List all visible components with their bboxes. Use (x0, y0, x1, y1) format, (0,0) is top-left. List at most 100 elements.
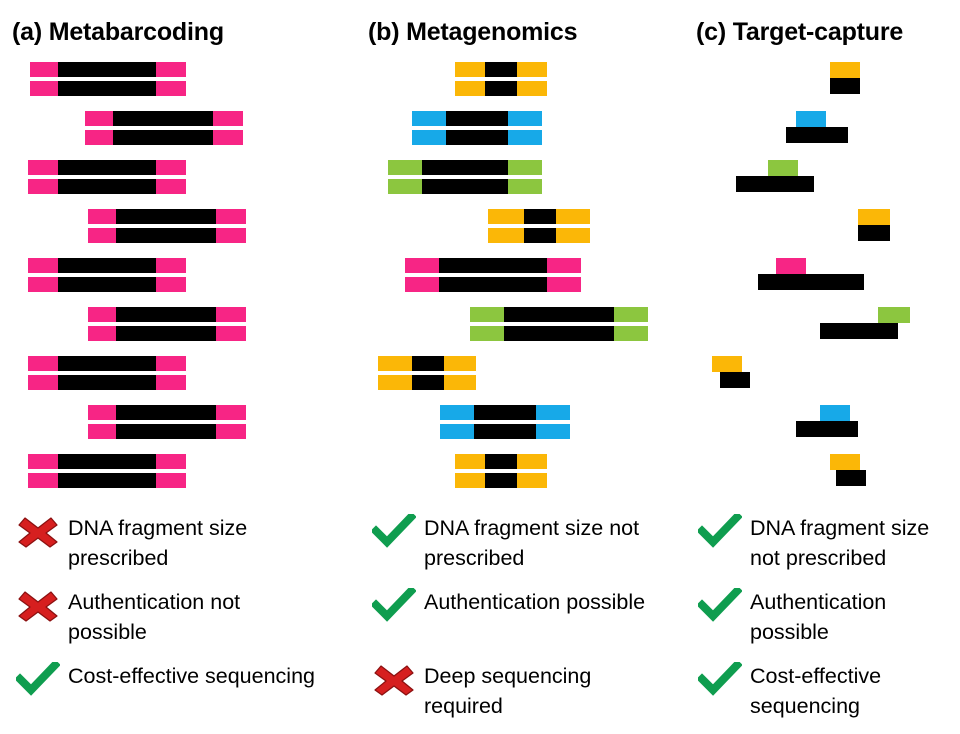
adapter-segment-right (156, 160, 186, 175)
dna-strand (488, 209, 590, 224)
feature-bullet: Authentication possible (370, 585, 680, 650)
adapter-segment-right (536, 424, 570, 439)
dna-insert-segment (58, 179, 156, 194)
adapter-segment-left (85, 111, 113, 126)
capture-probe (712, 356, 742, 372)
dna-insert-segment (58, 62, 156, 77)
dna-strand (440, 405, 570, 420)
panel-title-c: (c) Target-capture (696, 18, 904, 46)
dna-strand (455, 473, 547, 488)
dna-insert-segment (113, 130, 213, 145)
adapter-segment-right (156, 356, 186, 371)
cross-icon (16, 588, 60, 622)
dna-strand (388, 160, 542, 175)
capture-probe (878, 307, 910, 323)
dna-insert-segment (58, 258, 156, 273)
adapter-segment-right (508, 179, 542, 194)
dna-fragment (820, 323, 898, 339)
dna-insert-segment (485, 454, 517, 469)
adapter-segment-left (488, 209, 524, 224)
feature-bullet: Cost-effective sequencing (14, 659, 350, 724)
adapter-segment-left (28, 179, 58, 194)
adapter-segment-left (388, 160, 422, 175)
adapter-segment-left (440, 424, 474, 439)
adapter-segment-right (156, 454, 186, 469)
adapter-segment-right (216, 209, 246, 224)
adapter-segment-right (508, 111, 542, 126)
dna-strand (440, 424, 570, 439)
capture-probe (820, 405, 850, 421)
dna-insert-segment (113, 111, 213, 126)
adapter-segment-left (412, 130, 446, 145)
dna-insert-segment (116, 228, 216, 243)
dna-strand (30, 81, 186, 96)
adapter-segment-left (470, 307, 504, 322)
adapter-segment-left (440, 405, 474, 420)
panel-metabarcoding: (a) Metabarcoding DNA fragment size pres… (0, 0, 350, 731)
feature-bullet-label: Authentication possible (424, 590, 646, 614)
dna-strand (85, 111, 243, 126)
adapter-segment-right (156, 62, 186, 77)
feature-bullet-label: Cost-effective sequencing (68, 664, 315, 688)
dna-strand (470, 326, 648, 341)
dna-fragment (720, 372, 750, 388)
dna-insert-segment (446, 130, 508, 145)
dna-insert-segment (58, 160, 156, 175)
dna-insert-segment (422, 160, 508, 175)
adapter-segment-right (156, 179, 186, 194)
panel-title-b: (b) Metagenomics (368, 18, 578, 46)
adapter-segment-left (88, 424, 116, 439)
cross-icon (372, 662, 416, 696)
check-icon (696, 511, 743, 548)
adapter-segment-right (547, 258, 581, 273)
feature-bullet-label: DNA fragment size not prescribed (750, 516, 930, 570)
dna-insert-segment (439, 277, 547, 292)
panel-title-a: (a) Metabarcoding (12, 18, 224, 46)
dna-strand (470, 307, 648, 322)
adapter-segment-left (30, 81, 58, 96)
dna-strand (88, 209, 246, 224)
dna-fragment (736, 176, 814, 192)
dna-insert-segment (485, 473, 517, 488)
adapter-segment-left (28, 473, 58, 488)
dna-insert-segment (116, 307, 216, 322)
dna-insert-segment (58, 277, 156, 292)
adapter-segment-right (213, 111, 243, 126)
dna-strand (28, 277, 186, 292)
capture-probe (858, 209, 890, 225)
dna-fragment (758, 274, 864, 290)
fragment-diagram-b (350, 62, 680, 502)
adapter-segment-right (156, 81, 186, 96)
adapter-segment-right (213, 130, 243, 145)
fragment-diagram-a (0, 62, 350, 502)
dna-strand (455, 454, 547, 469)
dna-insert-segment (504, 326, 614, 341)
adapter-segment-right (216, 405, 246, 420)
check-icon (696, 585, 743, 622)
adapter-segment-right (614, 326, 648, 341)
adapter-segment-left (412, 111, 446, 126)
dna-insert-segment (116, 209, 216, 224)
adapter-segment-right (156, 473, 186, 488)
feature-bullet-label: Authentication not possible (68, 590, 241, 644)
capture-probe (776, 258, 806, 274)
adapter-segment-right (156, 375, 186, 390)
dna-strand (88, 228, 246, 243)
feature-bullet: Cost-effective sequencing (696, 659, 960, 724)
check-icon (370, 585, 417, 622)
dna-fragment (830, 78, 860, 94)
dna-insert-segment (412, 375, 444, 390)
adapter-segment-right (536, 405, 570, 420)
adapter-segment-left (455, 454, 485, 469)
adapter-segment-left (378, 375, 412, 390)
dna-strand (28, 473, 186, 488)
adapter-segment-right (517, 62, 547, 77)
adapter-segment-right (547, 277, 581, 292)
dna-fragment (796, 421, 858, 437)
dna-strand (28, 454, 186, 469)
dna-strand (28, 375, 186, 390)
adapter-segment-right (216, 307, 246, 322)
adapter-segment-left (388, 179, 422, 194)
adapter-segment-left (470, 326, 504, 341)
